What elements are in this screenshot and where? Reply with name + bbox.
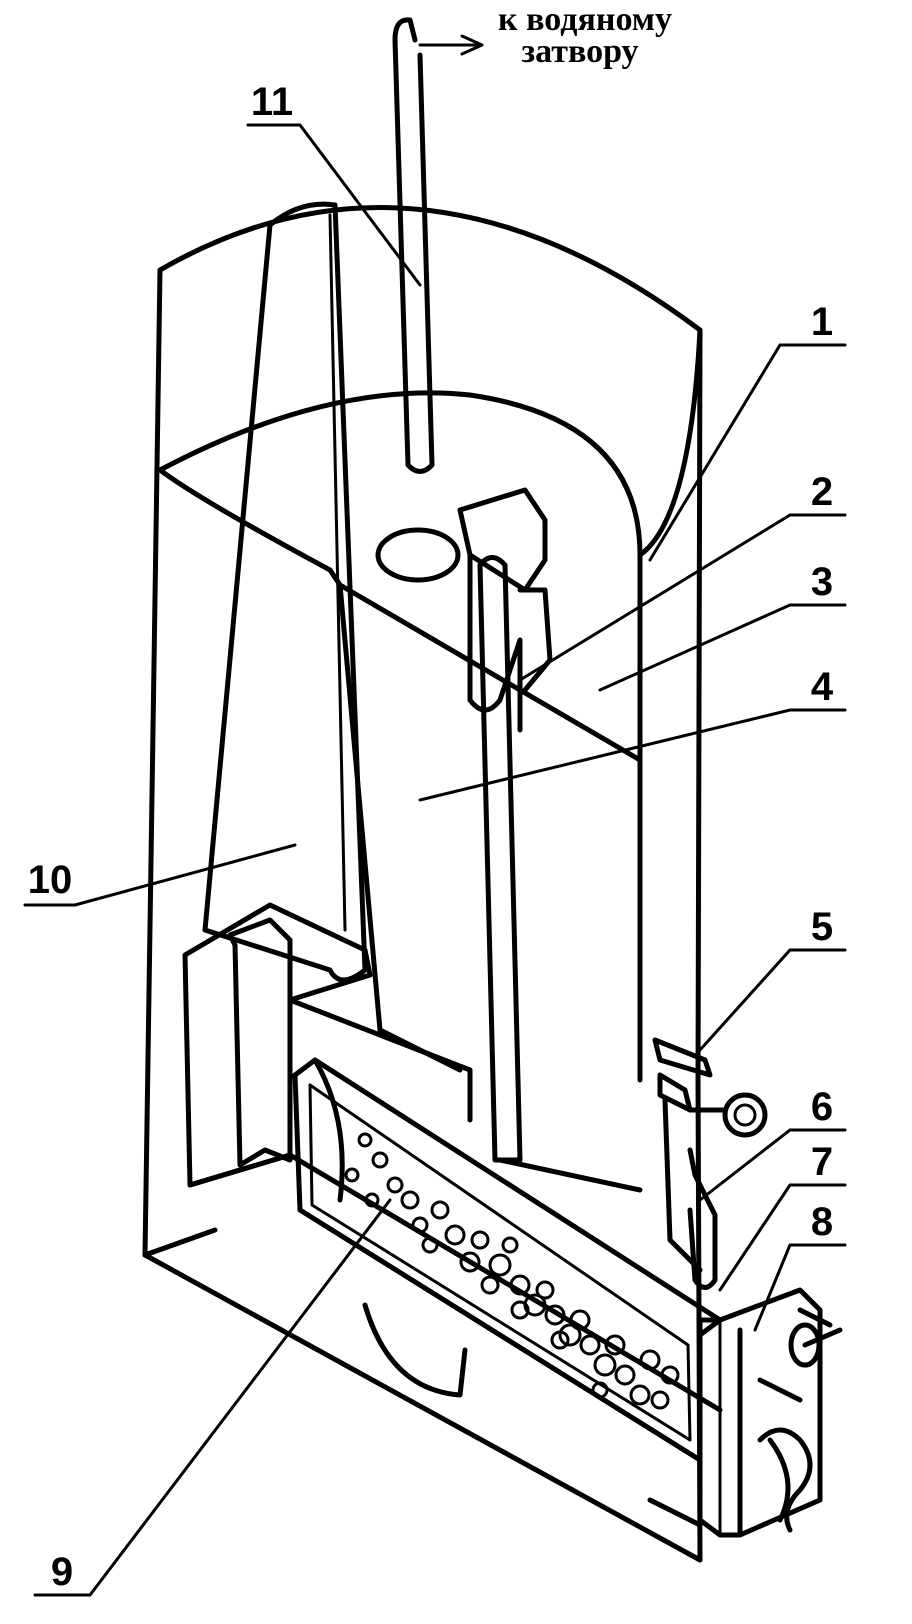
leader-2 [518,513,847,682]
label-11: 11 [251,80,293,124]
vessel-body [142,205,703,1563]
pebble-fill [344,1132,680,1410]
label-6: 6 [811,1085,833,1129]
label-1: 1 [811,300,833,344]
leader-4 [418,708,847,802]
oval-opening [375,527,461,583]
inner-partition [287,997,643,1193]
leader-11 [246,123,422,287]
bottom-box [142,902,723,1413]
leader-lines [23,123,847,1597]
label-3: 3 [811,560,833,604]
chamber-10 [202,201,368,983]
label-4: 4 [811,665,834,709]
leader-5 [698,948,847,1052]
gas-pipe-11 [392,17,484,474]
valve-2 [457,487,553,733]
caption-line-1: к водяному [498,1,672,38]
leader-3 [598,603,847,692]
side-valve-5-6 [652,1037,768,1290]
inner-top-surface [157,390,643,1083]
leader-8 [753,1243,847,1332]
label-10: 10 [28,858,73,902]
leader-1 [648,343,847,562]
leader-9 [33,1198,392,1597]
label-9: 9 [51,1550,73,1594]
u-tube [477,555,523,1163]
leader-7 [718,1183,847,1292]
leader-10 [23,843,297,907]
label-2: 2 [811,470,833,514]
end-cap-7-8 [697,1287,843,1538]
label-8: 8 [811,1200,833,1244]
label-7: 7 [811,1140,833,1184]
label-5: 5 [811,905,833,949]
bottom-saddle [362,1302,703,1528]
leader-6 [698,1128,847,1202]
caption-line-2: затвору [521,33,638,70]
